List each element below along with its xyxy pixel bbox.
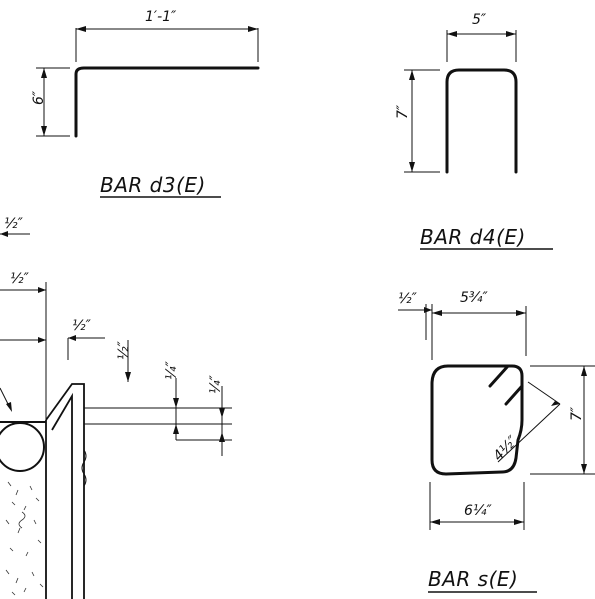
- bar-s-title: BAR s(E): [428, 567, 518, 591]
- d3-length-label: 1′-1″: [145, 9, 177, 25]
- bar-d4-title: BAR d4(E): [420, 225, 526, 249]
- d4-height-label: 7″: [395, 104, 411, 119]
- s-height-label: 7″: [569, 406, 585, 421]
- section-detail: ½″ ½″ ½″ ½″ ¼″ ¼″: [0, 216, 232, 599]
- detail-quarter-1-label: ¼″: [164, 360, 180, 380]
- bar-d3-figure: 1′-1″ 6″ BAR d3(E): [31, 9, 260, 198]
- detail-half-top-label: ½″: [4, 216, 24, 232]
- s-offset-label: ½″: [398, 291, 418, 307]
- d4-width-label: 5″: [472, 12, 487, 28]
- bar-d4-shape: [445, 68, 518, 174]
- bar-d4-figure: 5″ 7″ BAR d4(E): [395, 12, 553, 250]
- bar-s-shape: [430, 364, 524, 476]
- pipe-section-circle: [0, 422, 45, 472]
- s-top-width-label: 5¾″: [460, 290, 488, 306]
- bar-d3-shape: [74, 66, 260, 138]
- concrete-hatch: [5, 481, 44, 596]
- bar-d3-title: BAR d3(E): [100, 173, 206, 197]
- bar-s-figure: ½″ 5¾″ 7″ 4½″ 6¼″ BAR s(E): [398, 290, 595, 593]
- detail-quarter-2-label: ¼″: [208, 374, 224, 394]
- detail-half-3-label: ½″: [72, 318, 92, 334]
- d3-height-label: 6″: [31, 90, 47, 105]
- s-bottom-width-label: 6¼″: [464, 503, 492, 519]
- detail-half-4-label: ½″: [116, 340, 132, 360]
- detail-half-2-label: ½″: [10, 271, 30, 287]
